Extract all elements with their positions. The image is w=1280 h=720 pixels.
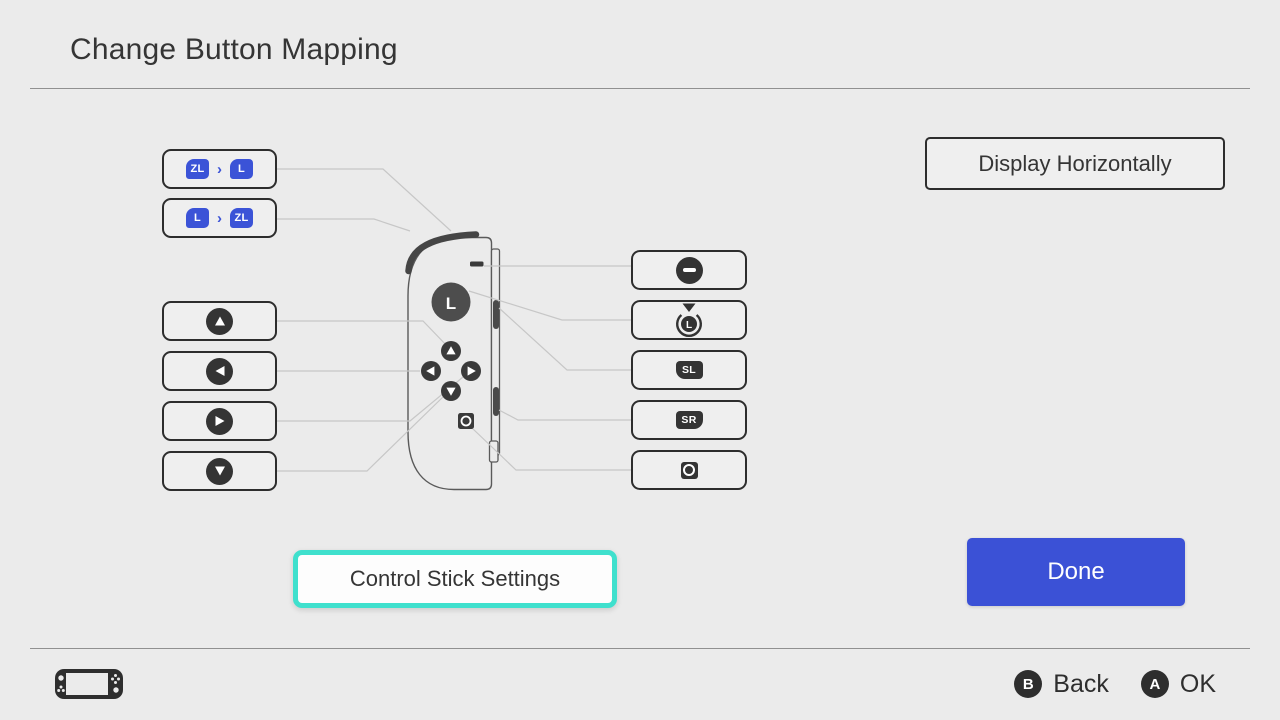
mapping-button-stick-press[interactable]: L	[631, 300, 747, 340]
joycon-dpad	[421, 341, 481, 401]
stick-press-icon: L	[676, 303, 702, 337]
line-sl	[498, 307, 631, 371]
l-shoulder-arc	[405, 231, 480, 275]
line-stick-press	[468, 290, 631, 321]
mapping-button-zl[interactable]: ZL › L	[162, 149, 277, 189]
sr-button-icon: SR	[675, 411, 703, 429]
page-title: Change Button Mapping	[70, 33, 398, 66]
joycon-minus-button	[470, 261, 484, 267]
line-l-to-zl	[277, 218, 411, 232]
joycon-dpad-right	[461, 361, 481, 381]
remap-arrow-icon: ›	[217, 209, 222, 227]
mapping-button-dpad-down[interactable]	[162, 451, 277, 491]
ok-label: OK	[1179, 669, 1216, 698]
footer-hints: B Back A OK	[1014, 663, 1216, 705]
joycon-rail	[490, 248, 501, 456]
line-capture	[471, 427, 631, 471]
joycon-dpad-down	[441, 381, 461, 401]
l-key-badge: L	[186, 208, 209, 228]
dpad-up-icon	[206, 307, 233, 335]
line-sr	[498, 409, 631, 421]
mapping-button-dpad-right[interactable]	[162, 401, 277, 441]
footer-divider	[30, 648, 1250, 649]
joycon-dpad-up	[441, 341, 461, 361]
joycon-dpad-left	[421, 361, 441, 381]
joycon-capture-ring	[460, 415, 472, 427]
joycon-capture-button	[458, 413, 474, 429]
zl-key-badge: ZL	[230, 208, 253, 228]
back-label: Back	[1053, 669, 1109, 698]
mapping-button-minus[interactable]	[631, 250, 747, 290]
sl-button-icon: SL	[675, 361, 703, 379]
joycon-rail-notch	[488, 440, 499, 463]
l-key-badge: L	[230, 159, 253, 179]
dpad-down-icon	[206, 457, 233, 485]
back-hint[interactable]: B Back	[1014, 670, 1109, 699]
mapping-button-dpad-left[interactable]	[162, 351, 277, 391]
control-stick-settings-button[interactable]: Control Stick Settings	[293, 550, 617, 608]
joycon-stick	[431, 282, 471, 322]
remap-arrow-icon: ›	[217, 160, 222, 178]
joycon-body	[407, 236, 493, 491]
rail-sr-nub	[493, 387, 499, 416]
dpad-right-icon	[206, 407, 233, 435]
line-dpad-up	[277, 320, 450, 349]
handheld-console-icon	[55, 669, 123, 699]
b-button-icon: B	[1014, 670, 1043, 698]
ok-hint[interactable]: A OK	[1140, 669, 1216, 699]
display-horizontally-button[interactable]: Display Horizontally	[925, 137, 1225, 190]
mapping-button-sr[interactable]: SR	[631, 400, 747, 440]
line-zl-to-l	[277, 168, 452, 232]
minus-button-icon	[675, 256, 703, 284]
capture-button-icon	[680, 461, 698, 479]
mapping-button-dpad-up[interactable]	[162, 301, 277, 341]
stick-press-label: L	[686, 320, 692, 331]
a-button-icon: A	[1140, 670, 1169, 698]
line-dpad-right	[277, 376, 464, 422]
joycon-stick-label: L	[446, 294, 456, 313]
zl-key-badge: ZL	[186, 159, 209, 179]
header-divider	[30, 88, 1250, 89]
done-button[interactable]: Done	[967, 538, 1185, 606]
mapping-button-capture[interactable]	[631, 450, 747, 490]
mapping-button-sl[interactable]: SL	[631, 350, 747, 390]
dpad-left-icon	[206, 357, 233, 385]
connector-lines	[277, 168, 631, 472]
mapping-button-l[interactable]: L › ZL	[162, 198, 277, 238]
rail-sl-nub	[493, 300, 499, 329]
line-dpad-down	[277, 394, 446, 472]
